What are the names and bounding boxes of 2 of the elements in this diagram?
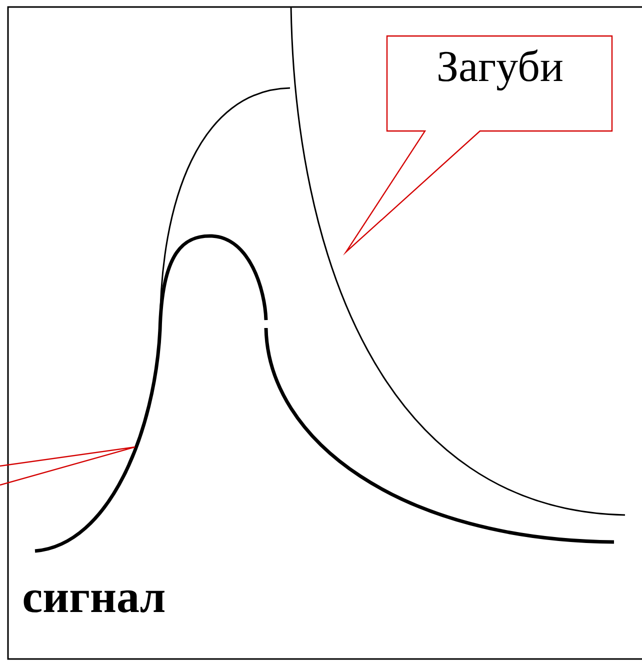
signal-label: сигнал xyxy=(24,590,164,612)
callout-box: Загуби xyxy=(342,35,613,256)
